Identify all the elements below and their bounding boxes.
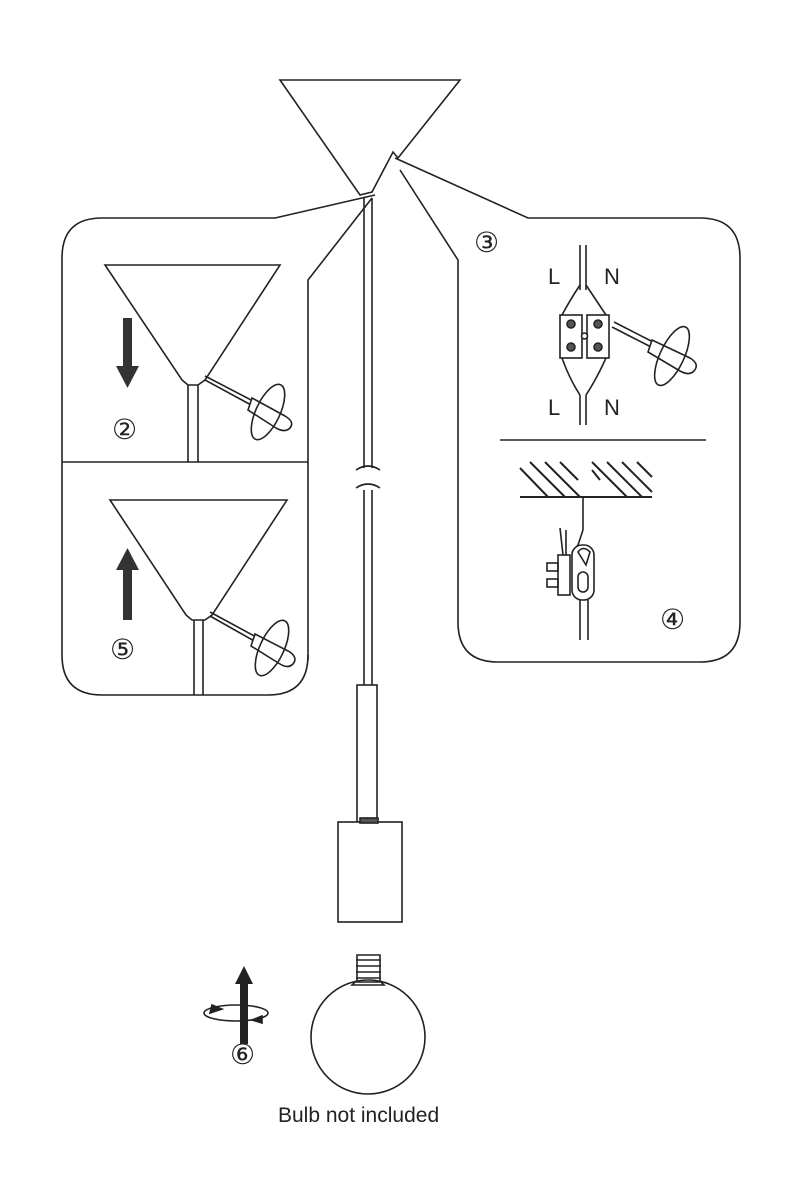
step3-illustration xyxy=(500,245,706,441)
arrow-down-icon xyxy=(116,318,139,388)
screwdriver-icon xyxy=(209,611,296,677)
screwdriver-icon xyxy=(611,321,698,387)
ceiling-canopy xyxy=(278,79,462,196)
wire-label-neutral-top: N xyxy=(604,264,620,289)
arrow-up-icon xyxy=(116,548,139,620)
step4-illustration xyxy=(519,461,653,640)
screwdriver-icon xyxy=(204,375,293,441)
step-5-label: ⑤ xyxy=(110,634,136,665)
callout-lines xyxy=(61,157,741,696)
lamp-socket xyxy=(337,817,403,923)
wire-label-live-top: L xyxy=(548,264,561,289)
step5-illustration xyxy=(108,499,296,695)
step-3-label: ③ xyxy=(474,227,500,258)
ceiling-hatch xyxy=(519,461,653,498)
wire-label-neutral-bottom: N xyxy=(604,395,620,420)
step-2-label: ② xyxy=(112,414,138,445)
pendant-cord xyxy=(355,198,381,823)
step-4-label: ④ xyxy=(660,604,686,635)
step-6-label: ⑥ xyxy=(230,1039,256,1070)
rotate-up-arrow-icon xyxy=(203,966,269,1044)
wire-label-live-bottom: L xyxy=(548,395,561,420)
step2-illustration xyxy=(62,264,308,463)
terminal-block-icon xyxy=(559,314,610,359)
light-bulb xyxy=(310,954,426,1095)
bulb-caption: Bulb not included xyxy=(278,1104,440,1127)
